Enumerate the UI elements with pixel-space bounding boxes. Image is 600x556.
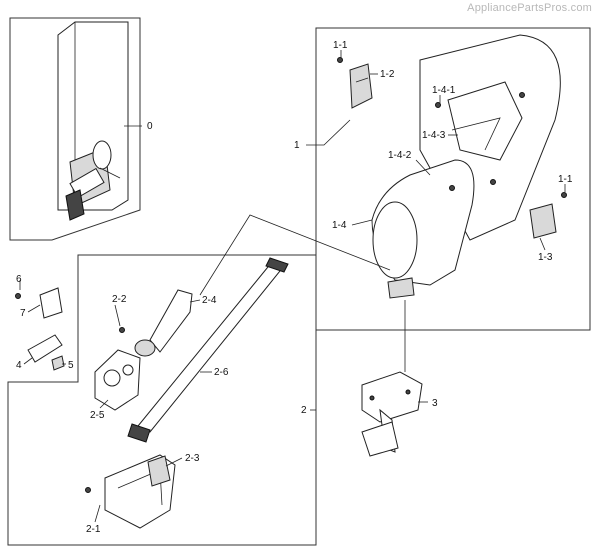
rear-bulkhead — [447, 81, 523, 161]
callout-1-4: 1-4 — [332, 220, 347, 231]
callout-2-3: 2-3 — [185, 453, 200, 464]
watermark: AppliancePartsPros.com — [467, 2, 592, 14]
callout-1-2: 1-2 — [380, 69, 395, 80]
bracket-1-3 — [529, 203, 557, 239]
group-2-frame — [7, 254, 317, 546]
group-1-frame — [315, 27, 591, 331]
callout-1-4-2: 1-4-2 — [388, 150, 412, 161]
drum-bracket — [387, 277, 415, 299]
clip-7 — [39, 287, 63, 319]
bracket-1-2 — [349, 63, 373, 109]
callout-1-1-right: 1-1 — [558, 174, 573, 185]
callout-2-1: 2-1 — [86, 524, 101, 535]
callout-1-1-top: 1-1 — [333, 40, 348, 51]
callout-1-4-3: 1-4-3 — [422, 130, 446, 141]
callout-3: 3 — [432, 398, 438, 409]
callout-2: 2 — [301, 405, 307, 416]
callout-6: 6 — [16, 274, 22, 285]
group-0-frame — [9, 17, 141, 241]
callout-2-4: 2-4 — [202, 295, 217, 306]
callout-2-6: 2-6 — [214, 367, 229, 378]
callout-0: 0 — [147, 121, 153, 132]
callout-7: 7 — [20, 308, 26, 319]
part-5 — [51, 355, 65, 371]
drum-opening — [372, 201, 418, 279]
callout-2-2: 2-2 — [112, 294, 127, 305]
callout-2-5: 2-5 — [90, 410, 105, 421]
bracket-assembly-3 — [361, 371, 423, 457]
callout-5: 5 — [68, 360, 74, 371]
part-4 — [27, 334, 63, 363]
callout-1-4-1: 1-4-1 — [432, 85, 456, 96]
arm-2-4 — [149, 289, 193, 353]
callout-4: 4 — [16, 360, 22, 371]
callout-1: 1 — [294, 140, 300, 151]
callout-1-3: 1-3 — [538, 252, 553, 263]
motor-assembly — [57, 21, 129, 221]
screw-6 — [15, 293, 21, 299]
